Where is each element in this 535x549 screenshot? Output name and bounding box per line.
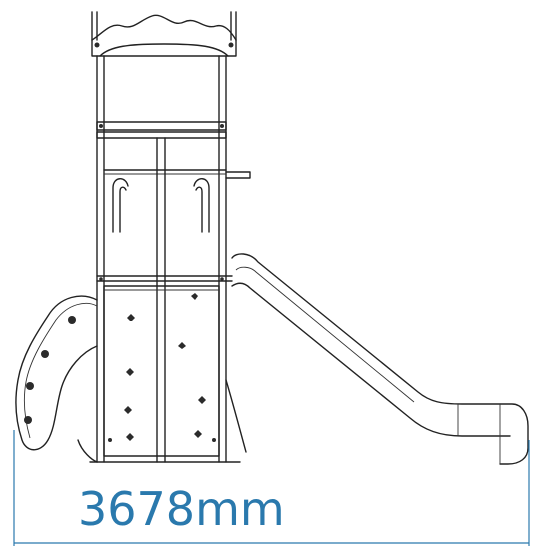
center-pole — [156, 137, 166, 463]
upper-rails — [96, 121, 227, 175]
right-support — [225, 379, 247, 453]
side-bracket — [225, 171, 251, 179]
platform-deck — [96, 275, 233, 282]
climbing-wall-panel — [103, 285, 220, 457]
slide — [231, 253, 529, 465]
climbing-holds — [108, 293, 216, 442]
hand-grips — [112, 178, 210, 233]
left-post — [91, 11, 105, 463]
right-post — [218, 11, 237, 463]
dimension-label: 3678mm — [78, 482, 285, 536]
roof-panel — [91, 14, 237, 57]
rock-wall — [15, 295, 98, 463]
dimension-line — [13, 430, 530, 546]
